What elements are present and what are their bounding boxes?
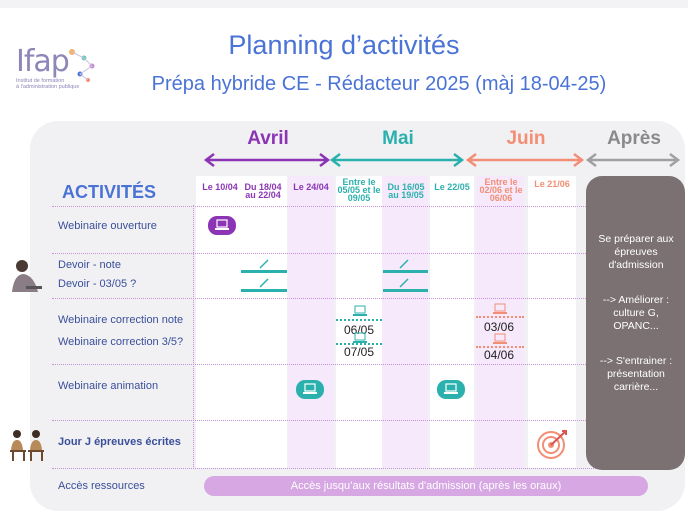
row-label-correction-35: Webinaire correction 3/5? xyxy=(58,336,184,348)
month-apres: Après xyxy=(607,128,661,149)
devoir-bar xyxy=(241,289,287,292)
month-mai: Mai xyxy=(382,128,414,149)
month-juin: Juin xyxy=(506,128,546,149)
row-separator xyxy=(52,468,642,469)
pencil-icon xyxy=(259,278,269,288)
header-col-5: Du 16/05 au 19/05 xyxy=(387,182,425,200)
month-arrows xyxy=(203,153,681,167)
column-7 xyxy=(476,176,524,468)
date-label-0406: 04/06 xyxy=(483,348,515,362)
date-marker xyxy=(336,343,382,345)
devoir-bar xyxy=(383,270,428,273)
target-icon xyxy=(537,430,567,459)
column-6 xyxy=(430,176,474,468)
row-label-jour-j: Jour J épreuves écrites xyxy=(58,436,181,448)
webinar-icon xyxy=(437,380,465,399)
row-label-webinaire-ouverture: Webinaire ouverture xyxy=(58,220,157,232)
vertical-separator xyxy=(193,205,194,467)
webinar-icon xyxy=(208,216,236,235)
header-col-4: Entre le 05/05 et le 09/05 xyxy=(337,177,381,203)
row-label-correction-note: Webinaire correction note xyxy=(58,314,184,326)
students-exam-icon xyxy=(10,430,44,461)
logo: Ifap xyxy=(16,44,70,79)
header-col-3: Le 24/04 xyxy=(293,182,329,192)
apres-text-3: --> S'entrainer : présentation carrière.… xyxy=(599,355,673,393)
date-label-0705: 07/05 xyxy=(340,345,378,359)
webinar-icon xyxy=(493,333,507,344)
webinar-icon xyxy=(353,332,367,343)
webinar-icon xyxy=(296,380,324,399)
date-marker xyxy=(476,346,524,348)
date-marker xyxy=(336,319,382,321)
devoir-bar xyxy=(383,289,428,292)
header-col-2: Du 18/04 au 22/04 xyxy=(244,182,282,200)
row-label-devoir-0305: Devoir - 03/05 ? xyxy=(58,278,137,290)
column-2 xyxy=(241,176,287,468)
row-separator xyxy=(52,420,642,421)
apres-box xyxy=(586,176,685,470)
row-separator xyxy=(52,364,642,365)
logo-subtitle: Institut de formation à l'administration… xyxy=(16,78,80,90)
row-label-devoir-note: Devoir - note xyxy=(58,259,121,271)
row-label-acces-ressources: Accès ressources xyxy=(58,480,145,492)
apres-text-2: --> Améliorer : culture G, OPANC... xyxy=(602,294,670,332)
pencil-icon xyxy=(399,278,409,288)
header-col-6: Le 22/05 xyxy=(434,182,470,192)
page-subtitle: Prépa hybride CE - Rédacteur 2025 (màj 1… xyxy=(151,73,607,95)
devoir-bar xyxy=(241,270,287,273)
top-strip xyxy=(0,0,688,8)
date-marker xyxy=(476,316,524,318)
date-label-0306: 03/06 xyxy=(483,320,515,334)
header-col-8: Le 21/06 xyxy=(534,179,570,189)
webinar-icon xyxy=(353,305,367,316)
column-3 xyxy=(288,176,334,468)
row-separator xyxy=(52,253,642,254)
month-avril: Avril xyxy=(247,128,289,149)
logo-network-icon xyxy=(69,49,95,82)
webinar-icon xyxy=(493,303,507,314)
row-label-webinaire-animation: Webinaire animation xyxy=(58,380,159,392)
row-separator xyxy=(52,206,642,207)
column-4 xyxy=(336,176,382,468)
column-8 xyxy=(528,176,576,468)
access-bar: Accès jusqu’aux résultats d'admission (a… xyxy=(204,476,648,496)
apres-text-1: Se préparer aux épreuves d'admission xyxy=(598,233,674,271)
date-label-0605: 06/05 xyxy=(340,323,378,337)
pencil-icon xyxy=(259,259,269,269)
column-5 xyxy=(382,176,428,468)
pencil-icon xyxy=(399,259,409,269)
header-col-7: Entre le 02/06 et le 06/06 xyxy=(479,177,523,203)
student-icon xyxy=(12,260,42,292)
header-col-1: Le 10/04 xyxy=(202,182,238,192)
page-title: Planning d’activités xyxy=(228,30,460,60)
activites-heading: ACTIVITÉS xyxy=(62,182,157,202)
row-separator xyxy=(52,298,642,299)
